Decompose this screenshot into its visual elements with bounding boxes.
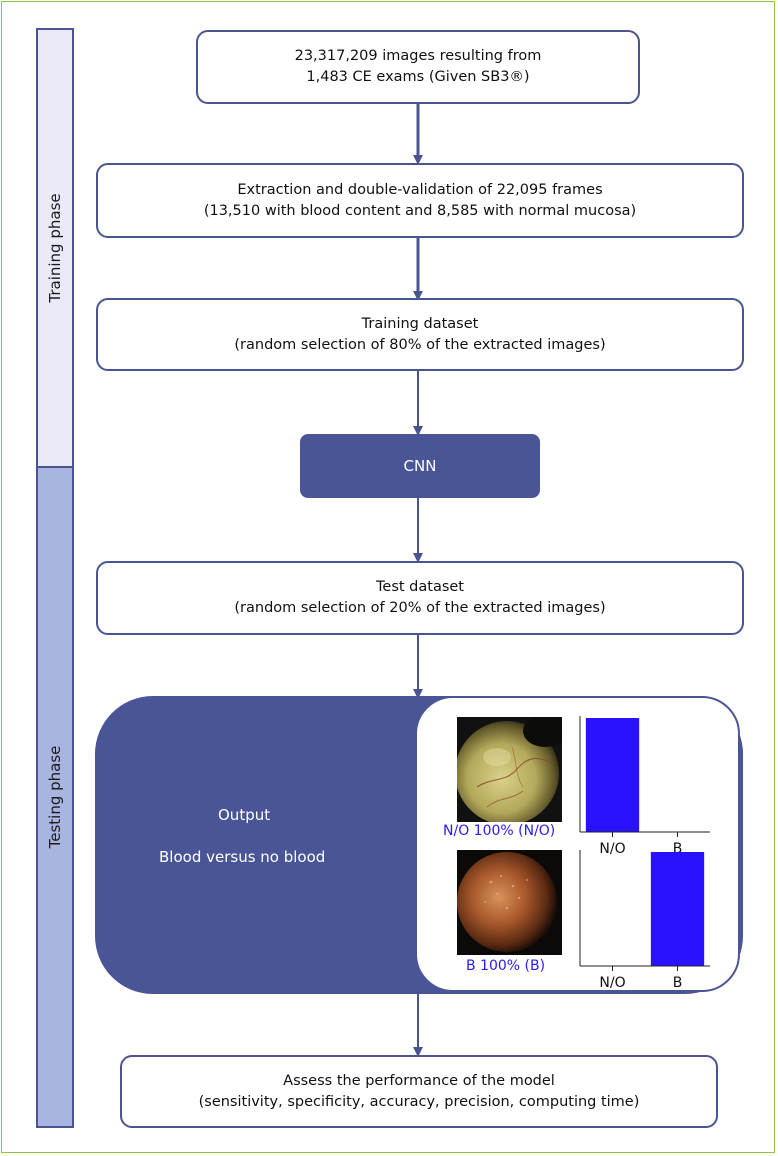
extraction-line-2: (13,510 with blood content and 8,585 wit… [203, 202, 637, 219]
source-line-2: 1,483 CE exams (Given SB3®) [306, 69, 530, 85]
bar-n-o [585, 718, 640, 832]
source-line-1: 23,317,209 images resulting from [294, 48, 542, 64]
x-tick-label-b: B [673, 841, 683, 854]
test-dataset-box: Test dataset (random selection of 20% of… [96, 561, 744, 635]
bar-b [650, 852, 705, 966]
training-dataset-line-2: (random selection of 80% of the extracte… [234, 336, 606, 353]
training-dataset-line-1: Training dataset [361, 315, 479, 332]
x-tick-label-n-o: N/O [599, 975, 625, 988]
blood-image [457, 850, 562, 955]
output-title: Output [218, 806, 271, 824]
prediction-chart-normal: N/O B [579, 716, 710, 854]
x-tick-label-n-o: N/O [599, 841, 625, 854]
test-dataset-line-2: (random selection of 20% of the extracte… [234, 600, 606, 616]
extraction-box: Extraction and double-validation of 22,0… [96, 163, 744, 238]
assess-line-1: Assess the performance of the model [283, 1072, 555, 1089]
prediction-chart-blood: N/O B [579, 850, 710, 988]
extraction-line-1: Extraction and double-validation of 22,0… [237, 181, 603, 198]
assess-performance-box: Assess the performance of the model (sen… [120, 1055, 718, 1128]
normal-mucosa-image [457, 717, 562, 822]
training-dataset-box: Training dataset (random selection of 80… [96, 298, 744, 371]
test-dataset-line-1: Test dataset [376, 579, 464, 595]
assess-line-2: (sensitivity, specificity, accuracy, pre… [198, 1093, 640, 1110]
source-images-box: 23,317,209 images resulting from 1,483 C… [196, 30, 640, 104]
x-tick-label-b: B [673, 975, 683, 988]
testing-phase-bar: Testing phase [36, 466, 74, 1128]
cnn-box: CNN [300, 434, 540, 498]
prediction-label-blood: B 100% (B) [466, 958, 546, 974]
output-subtitle: Blood versus no blood [159, 848, 326, 866]
prediction-label-normal: N/O 100% (N/O) [443, 823, 556, 839]
